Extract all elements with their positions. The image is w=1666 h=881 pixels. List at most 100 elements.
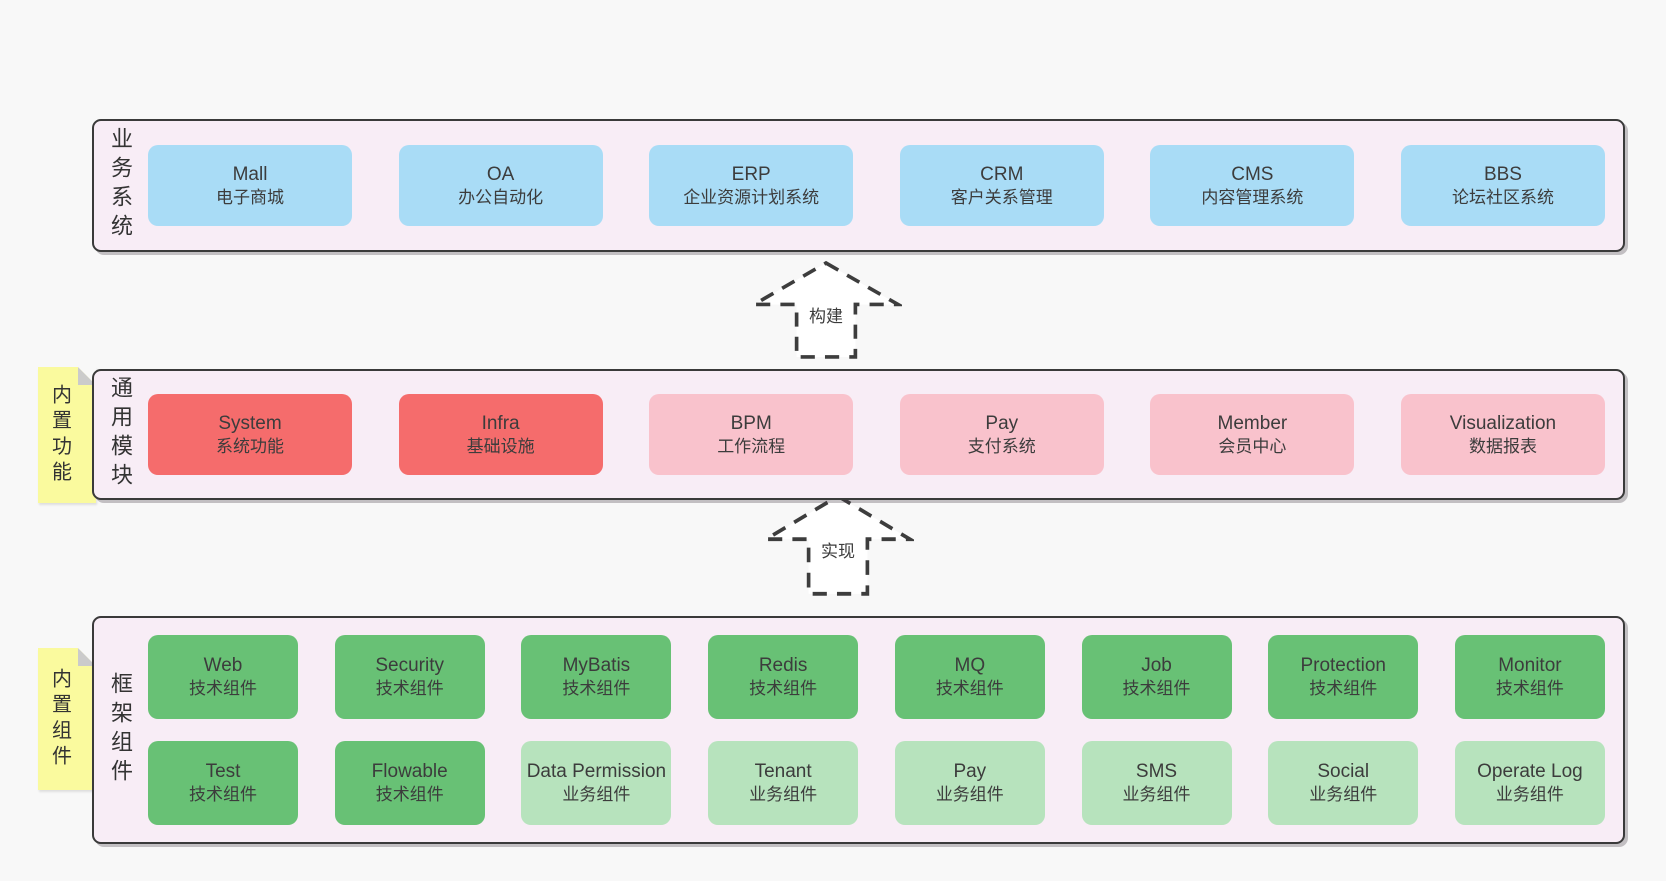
- box-desc: 论坛社区系统: [1451, 187, 1554, 207]
- box-desc: 数据报表: [1468, 436, 1537, 456]
- box-name: BPM: [730, 412, 772, 434]
- box-name: Redis: [758, 655, 808, 677]
- arrow-up-build-icon: 构建: [750, 260, 902, 361]
- box-pay-module: Pay 支付系统: [899, 394, 1104, 475]
- sticky-note-builtin-components: 内置组件: [38, 648, 96, 790]
- box-erp: ERP 企业资源计划系统: [649, 145, 854, 226]
- band-framework-components: 框架组件 Web 技术组件 Security 技术组件 MyBatis 技术组件…: [92, 616, 1625, 844]
- sticky-note-builtin-features: 内置功能: [38, 367, 96, 503]
- box-security: Security 技术组件: [334, 635, 485, 719]
- component-row-2: Test 技术组件 Flowable 技术组件 Data Permission …: [148, 741, 1605, 825]
- arrow-label-implement: 实现: [818, 537, 858, 563]
- box-desc: 业务组件: [935, 785, 1004, 805]
- band-label-business-systems: 业务系统: [108, 127, 133, 244]
- box-name: Monitor: [1498, 655, 1562, 677]
- box-flowable: Flowable 技术组件: [334, 741, 485, 825]
- box-desc: 客户关系管理: [950, 187, 1053, 207]
- box-infra: Infra 基础设施: [398, 394, 603, 475]
- box-desc: 电子商城: [216, 187, 284, 207]
- box-name: Operate Log: [1477, 761, 1583, 783]
- box-desc: 业务组件: [1122, 785, 1191, 805]
- band-business-systems: 业务系统 Mall 电子商城 OA 办公自动化 ERP 企业资源计划系统 CRM…: [92, 119, 1625, 252]
- box-operate-log: Operate Log 业务组件: [1454, 741, 1605, 825]
- box-desc: 企业资源计划系统: [683, 187, 820, 207]
- box-name: OA: [486, 163, 515, 185]
- box-mybatis: MyBatis 技术组件: [521, 635, 672, 719]
- box-sms: SMS 业务组件: [1081, 741, 1232, 825]
- box-name: MQ: [954, 655, 986, 677]
- sticky-note-text: 内置功能: [48, 383, 71, 487]
- band-common-modules: 通用模块 System 系统功能 Infra 基础设施 BPM 工作流程 Pay…: [92, 369, 1625, 500]
- box-name: ERP: [731, 163, 771, 185]
- box-name: BBS: [1483, 163, 1522, 185]
- folded-corner-icon: [78, 648, 96, 666]
- box-test: Test 技术组件: [148, 741, 298, 825]
- box-oa: OA 办公自动化: [398, 145, 603, 226]
- box-name: Flowable: [371, 761, 448, 783]
- box-desc: 技术组件: [1309, 679, 1378, 699]
- box-name: SMS: [1135, 761, 1178, 783]
- box-crm: CRM 客户关系管理: [899, 145, 1104, 226]
- box-name: Protection: [1300, 655, 1386, 677]
- box-desc: 技术组件: [1122, 679, 1191, 699]
- box-name: Job: [1141, 655, 1172, 677]
- box-name: MyBatis: [562, 655, 631, 677]
- box-desc: 支付系统: [967, 436, 1036, 456]
- box-desc: 工作流程: [717, 436, 786, 456]
- box-web: Web 技术组件: [148, 635, 298, 719]
- box-member: Member 会员中心: [1150, 394, 1355, 475]
- box-social: Social 业务组件: [1268, 741, 1419, 825]
- box-mq: MQ 技术组件: [894, 635, 1045, 719]
- box-name: Test: [205, 761, 241, 783]
- box-protection: Protection 技术组件: [1268, 635, 1419, 719]
- box-system: System 系统功能: [148, 394, 352, 475]
- box-desc: 技术组件: [749, 679, 818, 699]
- box-desc: 技术组件: [189, 785, 257, 805]
- box-desc: 技术组件: [1495, 679, 1564, 699]
- box-bpm: BPM 工作流程: [649, 394, 854, 475]
- box-name: System: [218, 412, 282, 434]
- sticky-note-text: 内置组件: [48, 667, 71, 771]
- band-content: Web 技术组件 Security 技术组件 MyBatis 技术组件 Redi…: [146, 618, 1623, 842]
- box-desc: 技术组件: [375, 785, 444, 805]
- box-tenant: Tenant 业务组件: [708, 741, 859, 825]
- box-visualization: Visualization 数据报表: [1400, 394, 1605, 475]
- box-name: Security: [375, 655, 445, 677]
- box-desc: 基础设施: [466, 436, 535, 456]
- box-bbs: BBS 论坛社区系统: [1400, 145, 1605, 226]
- box-name: Visualization: [1449, 412, 1557, 434]
- box-mall: Mall 电子商城: [148, 145, 352, 226]
- box-name: Mall: [232, 163, 268, 185]
- box-name: Pay: [985, 412, 1019, 434]
- box-name: CMS: [1231, 163, 1274, 185]
- box-desc: 业务组件: [749, 785, 818, 805]
- box-desc: 业务组件: [1309, 785, 1378, 805]
- band-label-common-modules: 通用模块: [108, 376, 133, 493]
- box-name: Infra: [481, 412, 520, 434]
- component-row-1: Web 技术组件 Security 技术组件 MyBatis 技术组件 Redi…: [148, 635, 1605, 719]
- box-name: Web: [203, 655, 243, 677]
- box-name: CRM: [980, 163, 1024, 185]
- box-desc: 业务组件: [562, 785, 631, 805]
- box-job: Job 技术组件: [1081, 635, 1232, 719]
- box-data-permission: Data Permission 业务组件: [521, 741, 672, 825]
- arrow-up-implement-icon: 实现: [762, 493, 914, 598]
- folded-corner-icon: [78, 367, 96, 385]
- box-name: Member: [1217, 412, 1288, 434]
- box-desc: 会员中心: [1218, 436, 1287, 456]
- box-name: Data Permission: [526, 761, 667, 783]
- box-desc: 技术组件: [189, 679, 257, 699]
- box-name: Tenant: [754, 761, 812, 783]
- arrow-label-build: 构建: [806, 302, 846, 328]
- box-desc: 办公自动化: [458, 187, 544, 207]
- box-redis: Redis 技术组件: [708, 635, 859, 719]
- box-pay-component: Pay 业务组件: [894, 741, 1045, 825]
- band-content: Mall 电子商城 OA 办公自动化 ERP 企业资源计划系统 CRM 客户关系…: [146, 121, 1623, 250]
- box-desc: 技术组件: [375, 679, 444, 699]
- box-name: Pay: [953, 761, 987, 783]
- box-desc: 技术组件: [935, 679, 1004, 699]
- box-cms: CMS 内容管理系统: [1150, 145, 1355, 226]
- box-name: Social: [1317, 761, 1370, 783]
- box-monitor: Monitor 技术组件: [1454, 635, 1605, 719]
- box-desc: 技术组件: [562, 679, 631, 699]
